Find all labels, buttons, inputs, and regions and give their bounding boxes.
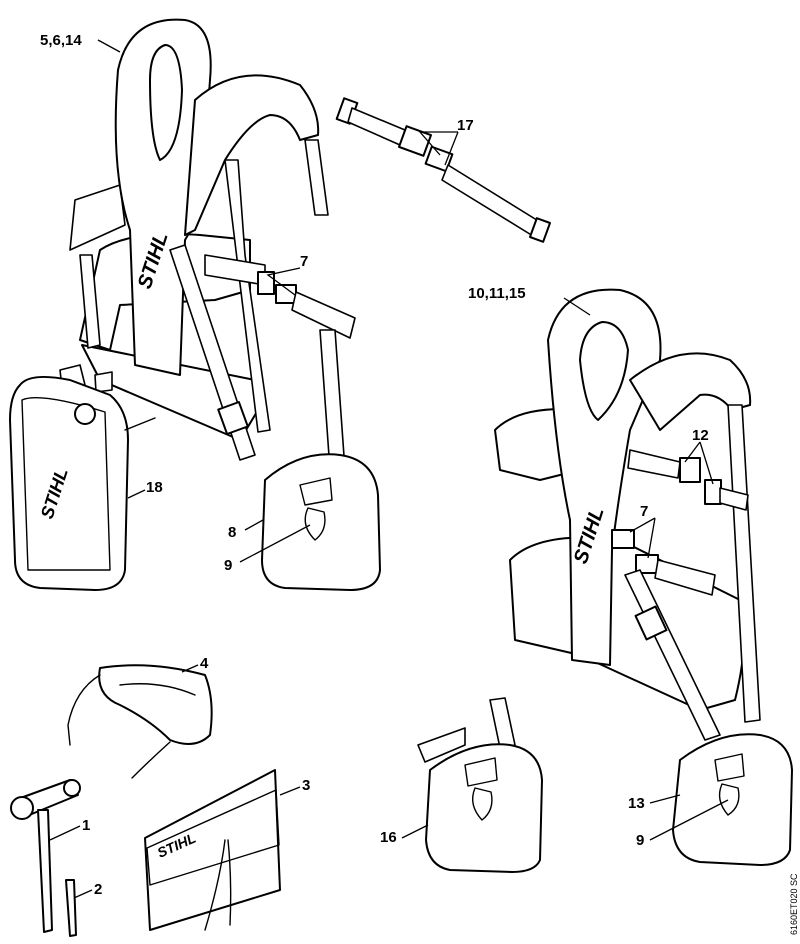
callout-pouch: 18 [146, 479, 163, 496]
harness-second-adjuster [634, 605, 668, 641]
drawing-number: 6160ET020 SC [789, 873, 799, 935]
pouch: STIHL [9, 364, 156, 591]
harness-main-hip-strap [319, 329, 346, 471]
pad-separate-strap-right [489, 697, 516, 749]
safety-glasses [67, 664, 213, 779]
pouch-body [9, 375, 129, 591]
harness-main-buckle-female [257, 271, 275, 295]
bag-body [144, 769, 281, 931]
pad-separate-carabiner [472, 787, 493, 821]
callouts: 5,6,14 17 7 10,11,15 12 7 18 8 9 4 1 2 3… [40, 32, 709, 898]
harness-main-rear-strap [304, 139, 329, 216]
pad-separate-hook-plate [464, 757, 498, 787]
buckle-kit-strap-left [347, 107, 406, 146]
harness-second-carrying-pad [672, 733, 793, 866]
bag-flap [146, 789, 280, 886]
callout-buckle-main: 7 [300, 253, 308, 270]
harness-second-buckle-female [611, 529, 635, 549]
buckle-kit-strap-right [441, 164, 541, 237]
harness-main-side-strap [69, 184, 126, 251]
harness-main-adjuster [217, 401, 249, 435]
buckle-kit-buckle-male [424, 145, 454, 173]
separate-carrying-pad [417, 697, 543, 873]
pouch-button [74, 403, 96, 425]
buckle-kit-buckle-female [398, 125, 432, 157]
bag-cord [204, 839, 226, 931]
combination-wrench [10, 779, 81, 933]
callout-carabiner-main: 9 [224, 557, 232, 574]
harness-second-chest-strap-left [627, 449, 681, 479]
harness-second-waist-strap [654, 559, 716, 596]
harness-second-carabiner [718, 783, 740, 816]
pouch-loop [124, 417, 156, 431]
harness-main-shoulder-pad [184, 74, 320, 236]
adjusting-pin [65, 879, 77, 937]
glasses-left-arm [67, 674, 101, 746]
callout-harness-second: 10,11,15 [468, 285, 526, 302]
callout-bag: 3 [302, 777, 310, 794]
pouch-zip-seam [21, 397, 111, 571]
harness-second-rear-strap [727, 404, 761, 723]
bag-cord-2 [227, 839, 232, 926]
pin-body [65, 879, 77, 937]
harness-main-carrying-pad [261, 453, 381, 591]
harness-main-carabiner [304, 507, 326, 541]
harness-main-lower-strap [79, 254, 101, 349]
harness-second-buckle-female-top [679, 457, 701, 483]
harness-second-hip-pad [509, 536, 745, 711]
callout-carabiner-second: 9 [636, 832, 644, 849]
harness-main-front-strap [224, 159, 271, 433]
callout-hip-pad-second: 13 [628, 795, 645, 812]
harness-second-hook-plate [714, 753, 745, 782]
callout-harness-main: 5,6,14 [40, 32, 82, 49]
callout-pin: 2 [94, 881, 102, 898]
harness-main-chest-strap-right [291, 291, 356, 339]
callout-buckle-second-top: 12 [692, 427, 709, 444]
harness-main: STIHL [69, 18, 381, 591]
harness-second: STIHL [494, 288, 793, 866]
wrench-socket-end [10, 796, 34, 820]
pad-separate-strap-left [417, 727, 466, 763]
callout-buckle-second: 7 [640, 503, 648, 520]
callout-buckle-kit: 17 [457, 117, 474, 134]
pouch-clip-right [94, 371, 113, 393]
tool-bag: STIHL [144, 769, 281, 931]
callout-pad-separate: 16 [380, 829, 397, 846]
glasses-top-edge [119, 683, 196, 696]
leader-lines [49, 39, 729, 899]
buckle-kit-end-right [529, 217, 551, 243]
callout-hip-pad-main: 8 [228, 524, 236, 541]
harness-main-hook-plate [299, 477, 333, 506]
wrench-socket-end-right [63, 779, 81, 797]
callout-glasses: 4 [200, 655, 209, 672]
harness-second-shoulder-pad [629, 352, 752, 431]
callout-wrench: 1 [82, 817, 90, 834]
wrench-shaft [37, 809, 53, 933]
glasses-right-arm [131, 741, 171, 779]
glasses-lens [98, 664, 213, 745]
buckle-kit [335, 97, 551, 243]
pad-separate-body [425, 743, 543, 873]
harness-second-chest-strap-right [719, 487, 749, 511]
